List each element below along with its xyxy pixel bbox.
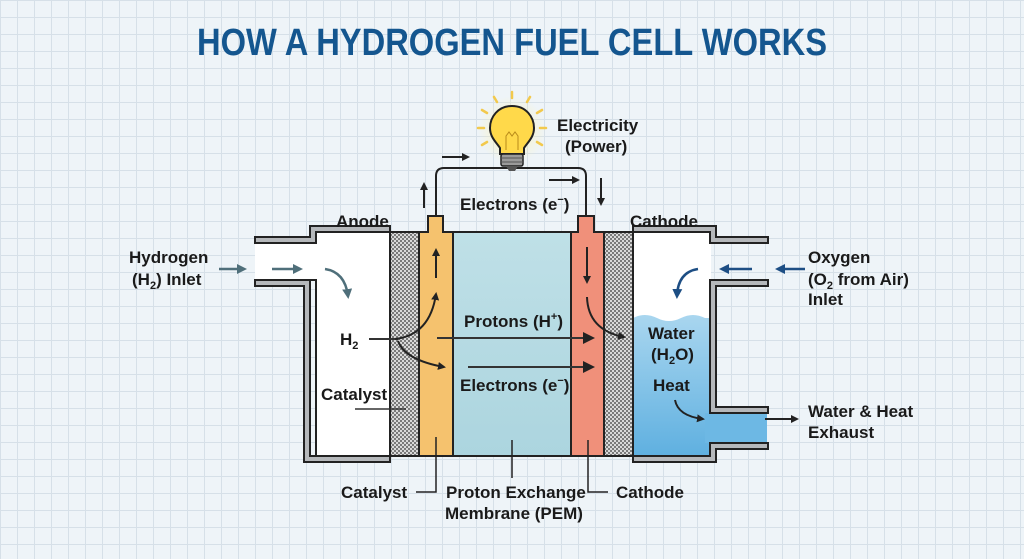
wire-electrons-label: Electrons (e−) [460,194,569,214]
oxygen-inlet-label-2: (O2 from Air) [808,270,909,292]
protons-label: Protons (H+) [464,311,563,331]
exhaust-label-2: Exhaust [808,423,874,442]
cathode-chamber [632,225,769,463]
oxygen-inlet-label: Oxygen [808,248,870,267]
heat-label: Heat [653,376,690,395]
cathode-catalyst-layer [603,231,634,457]
h2-flow-arrow-icon [324,267,353,299]
reaction-to-water-arrow-icon [586,296,626,340]
page-title: HOW A HYDROGEN FUEL CELL WORKS [196,22,828,64]
h2-label: H2 [340,330,358,352]
exhaust-label: Water & Heat [808,402,914,421]
electricity-label: Electricity [557,116,639,135]
pem-label: Proton Exchange [446,483,586,502]
hydrogen-inlet-label: Hydrogen [129,248,208,267]
anode-catalyst-layer [389,231,420,457]
catalyst-leader-line [416,437,437,493]
cathode-leader-line [587,440,608,493]
proton-path-arrow-icon [397,340,446,370]
catalyst-bottom-label: Catalyst [341,483,407,502]
proton-exchange-membrane [452,231,572,457]
oxygen-inlet-label-3: Inlet [808,290,843,309]
o2-flow-arrow-icon [672,267,699,299]
catalyst-inner-label: Catalyst [321,385,387,404]
anode-electrode [418,215,454,457]
water-label: Water [648,324,695,343]
electron-path-arrow-icon [394,292,440,340]
heat-flow-arrow-icon [674,399,705,423]
hydrogen-inlet-label-2: (H2) Inlet [132,270,202,292]
power-label: (Power) [565,137,627,156]
cathode-top-label: Cathode [630,212,698,231]
water-formula-label: (H2O) [651,345,694,367]
membrane-electrons-label: Electrons (e−) [460,375,569,395]
pem-label-2: Membrane (PEM) [445,504,583,523]
cathode-bottom-label: Cathode [616,483,684,502]
anode-chamber [254,225,391,463]
light-bulb-icon [476,90,548,171]
anode-label: Anode [336,212,389,231]
